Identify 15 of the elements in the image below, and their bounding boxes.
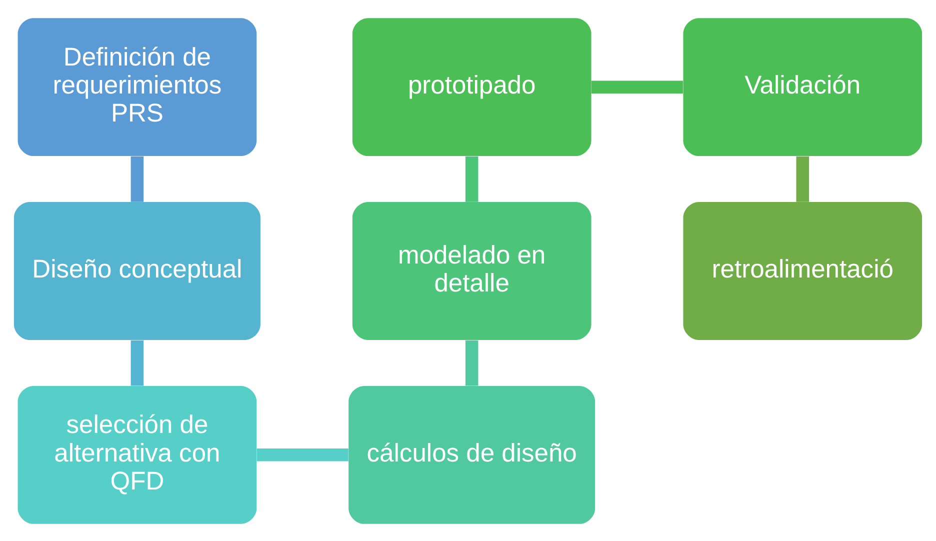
connector: [591, 80, 683, 93]
node-box: selección de alternativa con QFD: [18, 385, 257, 524]
connector: [130, 156, 144, 202]
node-box: Validación: [683, 18, 922, 156]
node-box: cálculos de diseño: [348, 385, 596, 524]
connector: [256, 448, 348, 461]
connector: [465, 340, 478, 386]
node-box: retroalimentació: [683, 202, 922, 340]
connector: [130, 340, 144, 386]
connector: [796, 156, 810, 202]
node-box: Diseño conceptual: [14, 202, 260, 340]
node-box: modelado en detalle: [352, 202, 592, 340]
node-box: Definición de requerimientos PRS: [18, 18, 257, 156]
node-box: prototipado: [352, 18, 592, 156]
connector: [465, 156, 478, 202]
